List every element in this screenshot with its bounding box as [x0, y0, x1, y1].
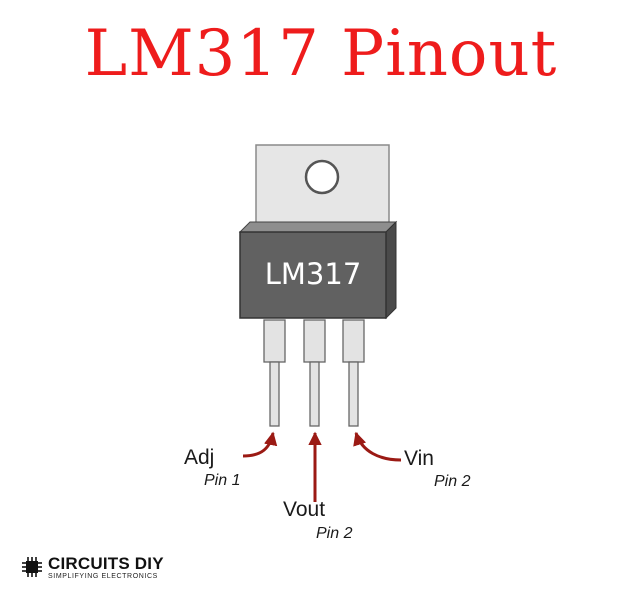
- lead-1: [263, 319, 286, 427]
- pin-1-number: Pin 1: [204, 472, 240, 489]
- page-title: LM317 Pinout: [84, 17, 558, 91]
- pin-2-number: Pin 2: [316, 525, 353, 542]
- logo-text: CIRCUITS DIY SIMPLIFYING ELECTRONICS: [48, 555, 164, 580]
- chip-icon: [22, 557, 42, 577]
- lead-3: [342, 319, 365, 427]
- pin-3-number: Pin 2: [434, 473, 471, 490]
- arrow-adj: [242, 431, 278, 458]
- pin-1-name: Adj: [184, 446, 214, 469]
- pin-2-name: Vout: [283, 498, 325, 521]
- pin-3-name: Vin: [404, 447, 434, 470]
- logo-name: CIRCUITS DIY: [48, 553, 164, 573]
- pin-leads: [263, 319, 365, 427]
- arrow-vin: [353, 431, 402, 462]
- package-body: LM317: [238, 220, 398, 320]
- chip-label: LM317: [265, 257, 362, 291]
- brand-logo: CIRCUITS DIY SIMPLIFYING ELECTRONICS: [20, 552, 164, 582]
- mounting-hole: [304, 159, 340, 195]
- logo-tagline: SIMPLIFYING ELECTRONICS: [48, 572, 158, 580]
- lead-2: [303, 319, 326, 427]
